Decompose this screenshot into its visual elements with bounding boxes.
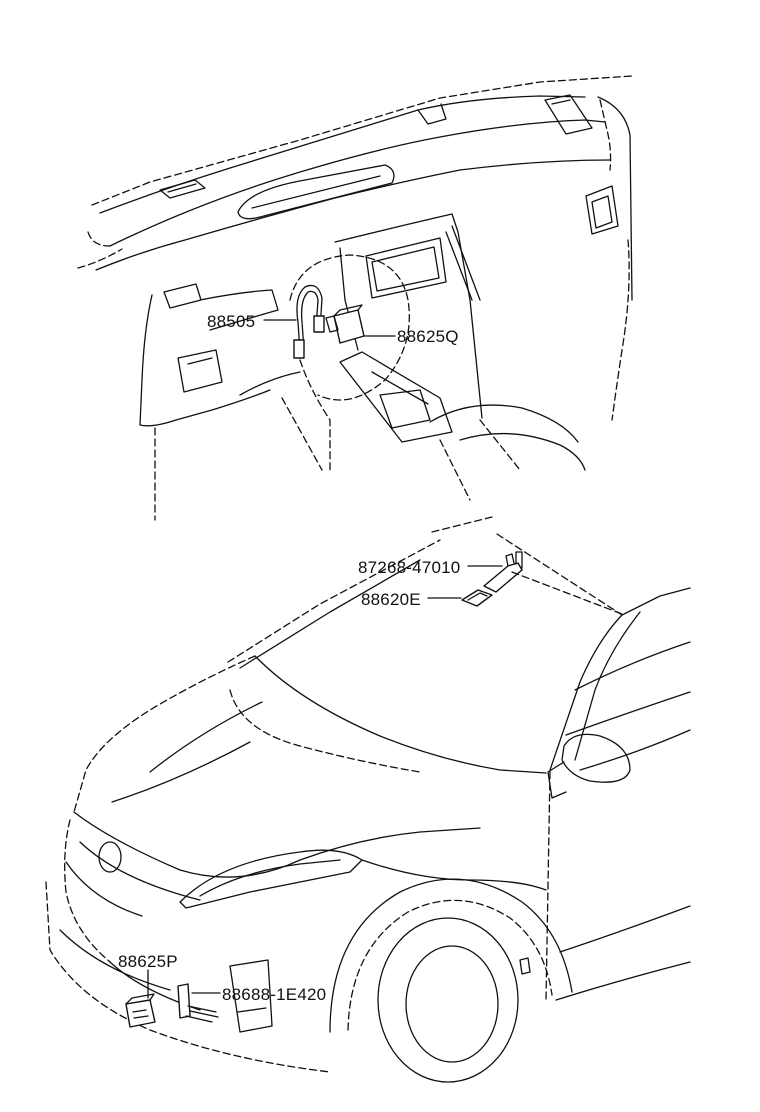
center-console bbox=[339, 351, 453, 443]
headlight-inner bbox=[199, 859, 341, 897]
wheel-arch bbox=[329, 878, 573, 1033]
harness-wire-inner bbox=[300, 290, 319, 351]
windshield-top-edge bbox=[91, 75, 633, 206]
steering-wheel bbox=[289, 254, 410, 401]
part-87268-bracket bbox=[483, 551, 523, 593]
block-body bbox=[333, 309, 365, 344]
sill-line bbox=[555, 905, 691, 1001]
defroster-vent-left bbox=[159, 179, 206, 199]
fender-marker bbox=[519, 957, 531, 975]
fog-light bbox=[229, 959, 273, 1033]
part-88625p-sensor bbox=[125, 993, 156, 1028]
bracket-plate bbox=[177, 983, 191, 1019]
harness-connector-b bbox=[313, 315, 325, 333]
bracket-body bbox=[483, 562, 523, 593]
hood-left-outline bbox=[73, 655, 256, 813]
console-tray bbox=[379, 389, 431, 429]
block-tab bbox=[325, 315, 339, 333]
sensor-face bbox=[467, 592, 488, 601]
door-frame-right bbox=[597, 96, 633, 301]
sensor-block-lugs bbox=[132, 1009, 149, 1019]
side-mirror bbox=[561, 733, 631, 783]
floor-line bbox=[281, 397, 521, 501]
hood-crease bbox=[229, 689, 421, 773]
a-pillar-right bbox=[599, 99, 612, 171]
callout-88625q: 88625Q bbox=[397, 327, 459, 346]
part-88620e-sensor bbox=[461, 589, 493, 607]
nose-outline bbox=[64, 819, 111, 963]
cowl-line bbox=[254, 655, 547, 774]
callout-88625p: 88625P bbox=[118, 952, 178, 971]
center-stack bbox=[334, 213, 483, 419]
knee-panel bbox=[199, 289, 279, 331]
instrument-hood-inner bbox=[251, 175, 381, 209]
a-pillar-exterior bbox=[549, 614, 623, 771]
roof-edge bbox=[431, 516, 493, 533]
center-display bbox=[365, 237, 447, 299]
lower-panel-left bbox=[177, 349, 223, 393]
mirror-stem bbox=[547, 761, 567, 799]
door-front-edge bbox=[545, 771, 551, 1001]
roof-right bbox=[621, 587, 691, 616]
hood-ridge-a bbox=[149, 701, 263, 773]
side-window bbox=[565, 641, 691, 736]
headlight bbox=[179, 849, 363, 909]
side-vent-right bbox=[585, 185, 619, 235]
dash-left-corner bbox=[87, 231, 111, 247]
dash-notch bbox=[417, 103, 447, 125]
lower-dash-edge bbox=[239, 371, 301, 396]
sensor-block bbox=[125, 999, 156, 1028]
left-end-panel bbox=[139, 294, 271, 427]
callout-88505: 88505 bbox=[207, 312, 255, 331]
hood-ridge-b bbox=[111, 741, 251, 803]
bracket-clips bbox=[505, 551, 523, 569]
sensor-body bbox=[461, 589, 493, 607]
side-vent-left bbox=[163, 283, 202, 309]
bracket-fins bbox=[185, 1005, 219, 1023]
wheel-rim bbox=[405, 945, 499, 1063]
dashboard-view: 88505 88625Q bbox=[77, 75, 633, 521]
upper-grille bbox=[65, 841, 201, 917]
fender-top bbox=[361, 859, 547, 891]
sensor-block-top bbox=[125, 993, 155, 1005]
block-top bbox=[333, 304, 363, 317]
wheel-arch-liner bbox=[347, 899, 553, 1031]
callout-88620e: 88620E bbox=[361, 590, 421, 609]
door-belt-line bbox=[579, 729, 691, 771]
lower-bumper bbox=[45, 881, 331, 1073]
dash-front-left bbox=[77, 248, 123, 269]
door-line-right bbox=[611, 239, 630, 421]
part-88625q-block bbox=[325, 304, 365, 344]
callout-88688-1e420: 88688-1E420 bbox=[222, 985, 326, 1004]
instrument-hood bbox=[237, 164, 395, 220]
defroster-vent-right bbox=[544, 94, 593, 135]
display-side-trim bbox=[445, 225, 481, 301]
harness-wire bbox=[296, 284, 323, 353]
emblem bbox=[98, 841, 122, 873]
part-88688-bracket bbox=[177, 983, 219, 1023]
steering-column bbox=[299, 359, 331, 471]
roof-line-right bbox=[496, 533, 623, 616]
dash-top-surface bbox=[109, 119, 606, 247]
a-pillar-inner bbox=[574, 611, 641, 761]
tire bbox=[377, 917, 519, 1083]
leader-87268-dashed bbox=[511, 571, 623, 615]
seat-right bbox=[429, 404, 586, 471]
windshield-left-inner bbox=[239, 559, 421, 669]
part-88505-harness bbox=[293, 284, 325, 359]
dash-front-edge bbox=[95, 159, 611, 271]
exterior-view: 87268-47010 88620E 88625P 88688-1E420 bbox=[45, 516, 691, 1083]
callout-87268-47010: 87268-47010 bbox=[358, 558, 460, 577]
harness-connector-a bbox=[293, 339, 305, 359]
windshield-left-edge bbox=[227, 539, 441, 663]
